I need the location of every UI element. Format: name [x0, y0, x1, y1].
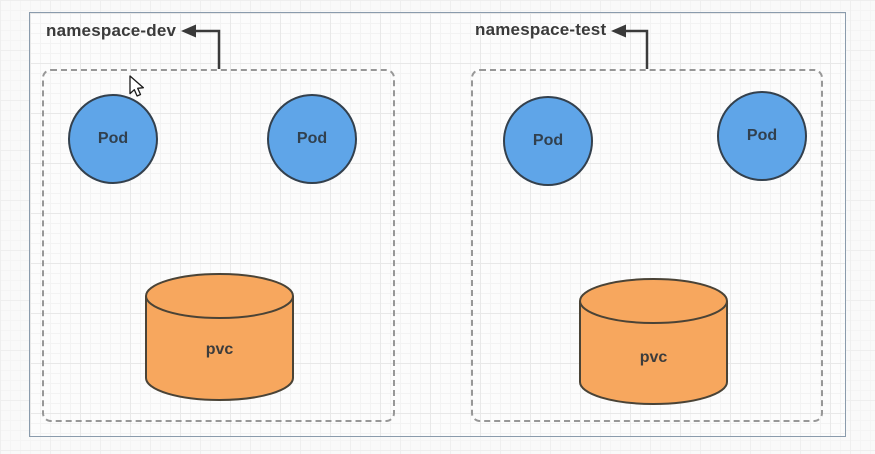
pod-label: Pod	[532, 132, 564, 149]
cylinder-body	[145, 296, 294, 401]
pod-label: Pod	[746, 127, 778, 144]
arrowhead-left-icon	[611, 24, 626, 38]
pod-circle-dev-1[interactable]: Pod	[68, 94, 158, 184]
pod-circle-dev-2[interactable]: Pod	[267, 94, 357, 184]
pod-label: Pod	[97, 130, 129, 147]
pointer-cursor-icon	[129, 75, 145, 97]
arrow-line	[626, 29, 649, 69]
pvc-label[interactable]: pvc	[639, 349, 668, 366]
namespace-dev-arrow-connector[interactable]	[181, 24, 221, 70]
namespace-test-label[interactable]: namespace-test	[475, 20, 607, 39]
namespace-test-box[interactable]	[471, 69, 823, 422]
namespace-test-arrow-connector[interactable]	[611, 24, 649, 70]
pod-label: Pod	[296, 130, 328, 147]
pod-circle-test-2[interactable]: Pod	[717, 91, 807, 181]
arrowhead-left-icon	[181, 24, 196, 38]
pvc-cylinder-dev[interactable]	[145, 273, 294, 401]
cylinder-top	[145, 273, 294, 319]
cylinder-top	[579, 278, 728, 324]
namespace-dev-label[interactable]: namespace-dev	[46, 21, 177, 40]
namespace-dev-box[interactable]	[42, 69, 395, 422]
arrow-line	[196, 29, 221, 69]
pvc-label[interactable]: pvc	[205, 341, 234, 358]
cylinder-body	[579, 301, 728, 405]
pod-circle-test-1[interactable]: Pod	[503, 96, 593, 186]
pvc-cylinder-test[interactable]	[579, 278, 728, 405]
